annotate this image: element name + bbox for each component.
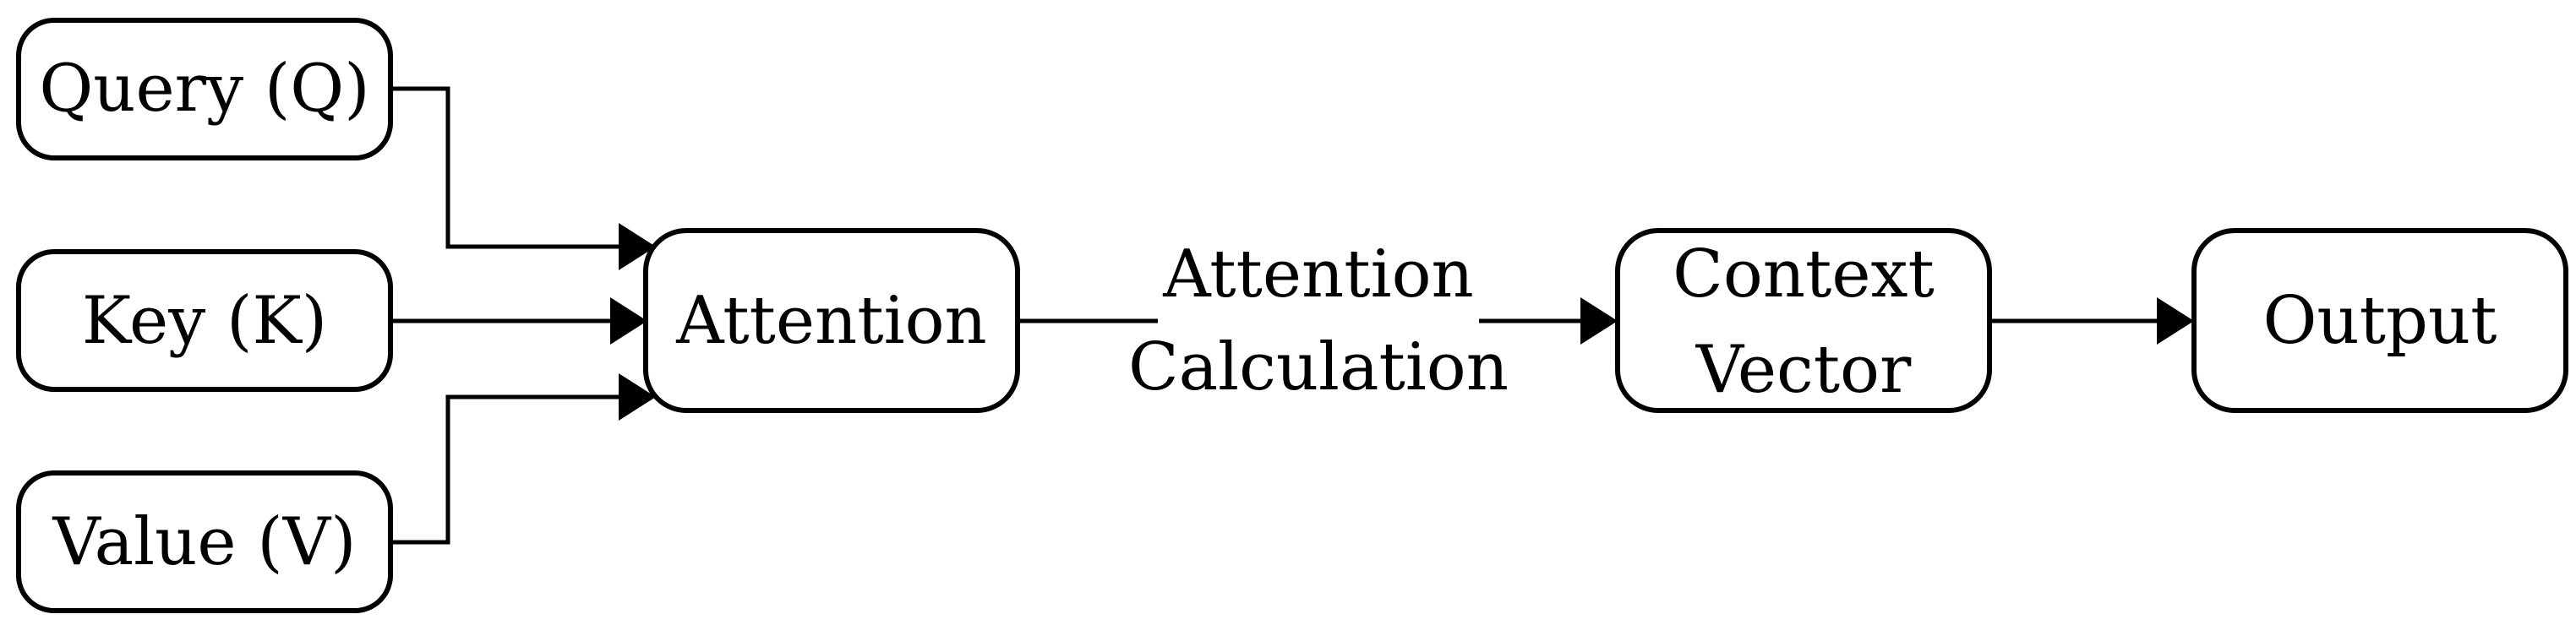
node-query-label: Query (Q) — [39, 51, 369, 127]
edge-value-arrowhead — [619, 373, 656, 421]
edge-key-arrowhead — [610, 297, 647, 345]
node-value-label: Value (V) — [52, 504, 357, 580]
node-value: Value (V) — [16, 470, 393, 613]
node-context-vector-label-line1: Context — [1673, 236, 1935, 312]
node-output: Output — [2191, 228, 2568, 413]
edge-value-line — [390, 394, 619, 545]
edge-context-to-output — [1989, 297, 2194, 345]
edge-query-line — [390, 86, 619, 249]
edge-context-to-output-arrowhead — [2157, 297, 2194, 345]
edge-query-to-attention — [390, 86, 656, 270]
edge-attention-to-context-arrowhead — [1580, 297, 1618, 345]
node-query: Query (Q) — [16, 18, 393, 160]
node-key: Key (K) — [16, 249, 393, 392]
node-attention: Attention — [643, 228, 1020, 413]
edge-attention-calculation-label-line1: Attention — [1162, 236, 1474, 312]
edge-attention-to-context: Attention Calculation — [1018, 236, 1618, 405]
edge-key-to-attention — [390, 297, 647, 345]
node-context-vector-label-line2: Vector — [1695, 332, 1912, 408]
edge-value-to-attention — [390, 373, 656, 545]
edge-attention-calculation-label-line2: Calculation — [1128, 329, 1509, 405]
node-output-box — [2191, 228, 2568, 413]
node-attention-label: Attention — [675, 283, 987, 359]
node-output-label: Output — [2262, 283, 2497, 359]
node-context-vector: Context Vector — [1615, 228, 1992, 413]
edge-query-arrowhead — [619, 223, 656, 270]
node-key-label: Key (K) — [82, 283, 327, 359]
